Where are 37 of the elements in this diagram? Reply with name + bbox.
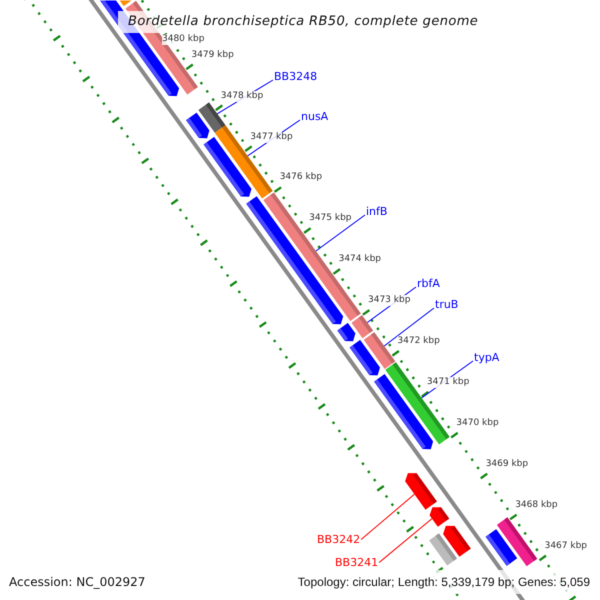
leader-line — [378, 518, 432, 563]
leader-line — [384, 308, 434, 346]
coordinate-label: 3468 kbp — [515, 500, 558, 511]
coordinate-label: 3471 kbp — [426, 377, 470, 388]
gene-feature — [186, 112, 210, 138]
gene-feature — [429, 533, 457, 566]
leader-line — [315, 214, 366, 252]
gene-feature — [486, 529, 518, 566]
coordinate-label: 3469 kbp — [486, 458, 528, 470]
gene-label: nusA — [301, 110, 328, 123]
gene-feature — [430, 507, 450, 527]
gene-feature — [120, 0, 132, 6]
gene-feature — [337, 322, 356, 342]
gene-label: typA — [474, 351, 500, 364]
gene-label: BB3241 — [335, 556, 378, 569]
accession-text: Accession: NC_002927 — [9, 574, 146, 590]
gene-feature — [352, 315, 374, 338]
coordinate-label: 3472 kbp — [397, 336, 440, 348]
gene-label: BB3242 — [317, 533, 360, 546]
coordinate-label: 3480 kbp — [162, 34, 204, 45]
coordinate-label: 3476 kbp — [280, 172, 322, 184]
gene-label: infB — [366, 205, 388, 218]
gene-label: rbfA — [417, 277, 440, 290]
coordinate-label: 3474 kbp — [338, 254, 381, 266]
gene-feature — [405, 473, 437, 510]
coordinate-label: 3479 kbp — [191, 50, 234, 61]
coordinate-label: 3477 kbp — [250, 132, 293, 142]
coordinate-label: 3473 kbp — [368, 295, 410, 306]
coordinate-label: 3478 kbp — [220, 90, 264, 102]
gene-label: BB3248 — [274, 70, 318, 83]
gene-feature — [364, 332, 396, 369]
gene-label: truB — [435, 298, 458, 311]
coordinate-label: 3467 kbp — [544, 540, 587, 552]
coordinate-label: 3470 kbp — [456, 418, 499, 429]
coordinate-label: 3475 kbp — [309, 213, 352, 224]
gene-feature — [204, 136, 252, 197]
leader-line — [360, 494, 415, 540]
